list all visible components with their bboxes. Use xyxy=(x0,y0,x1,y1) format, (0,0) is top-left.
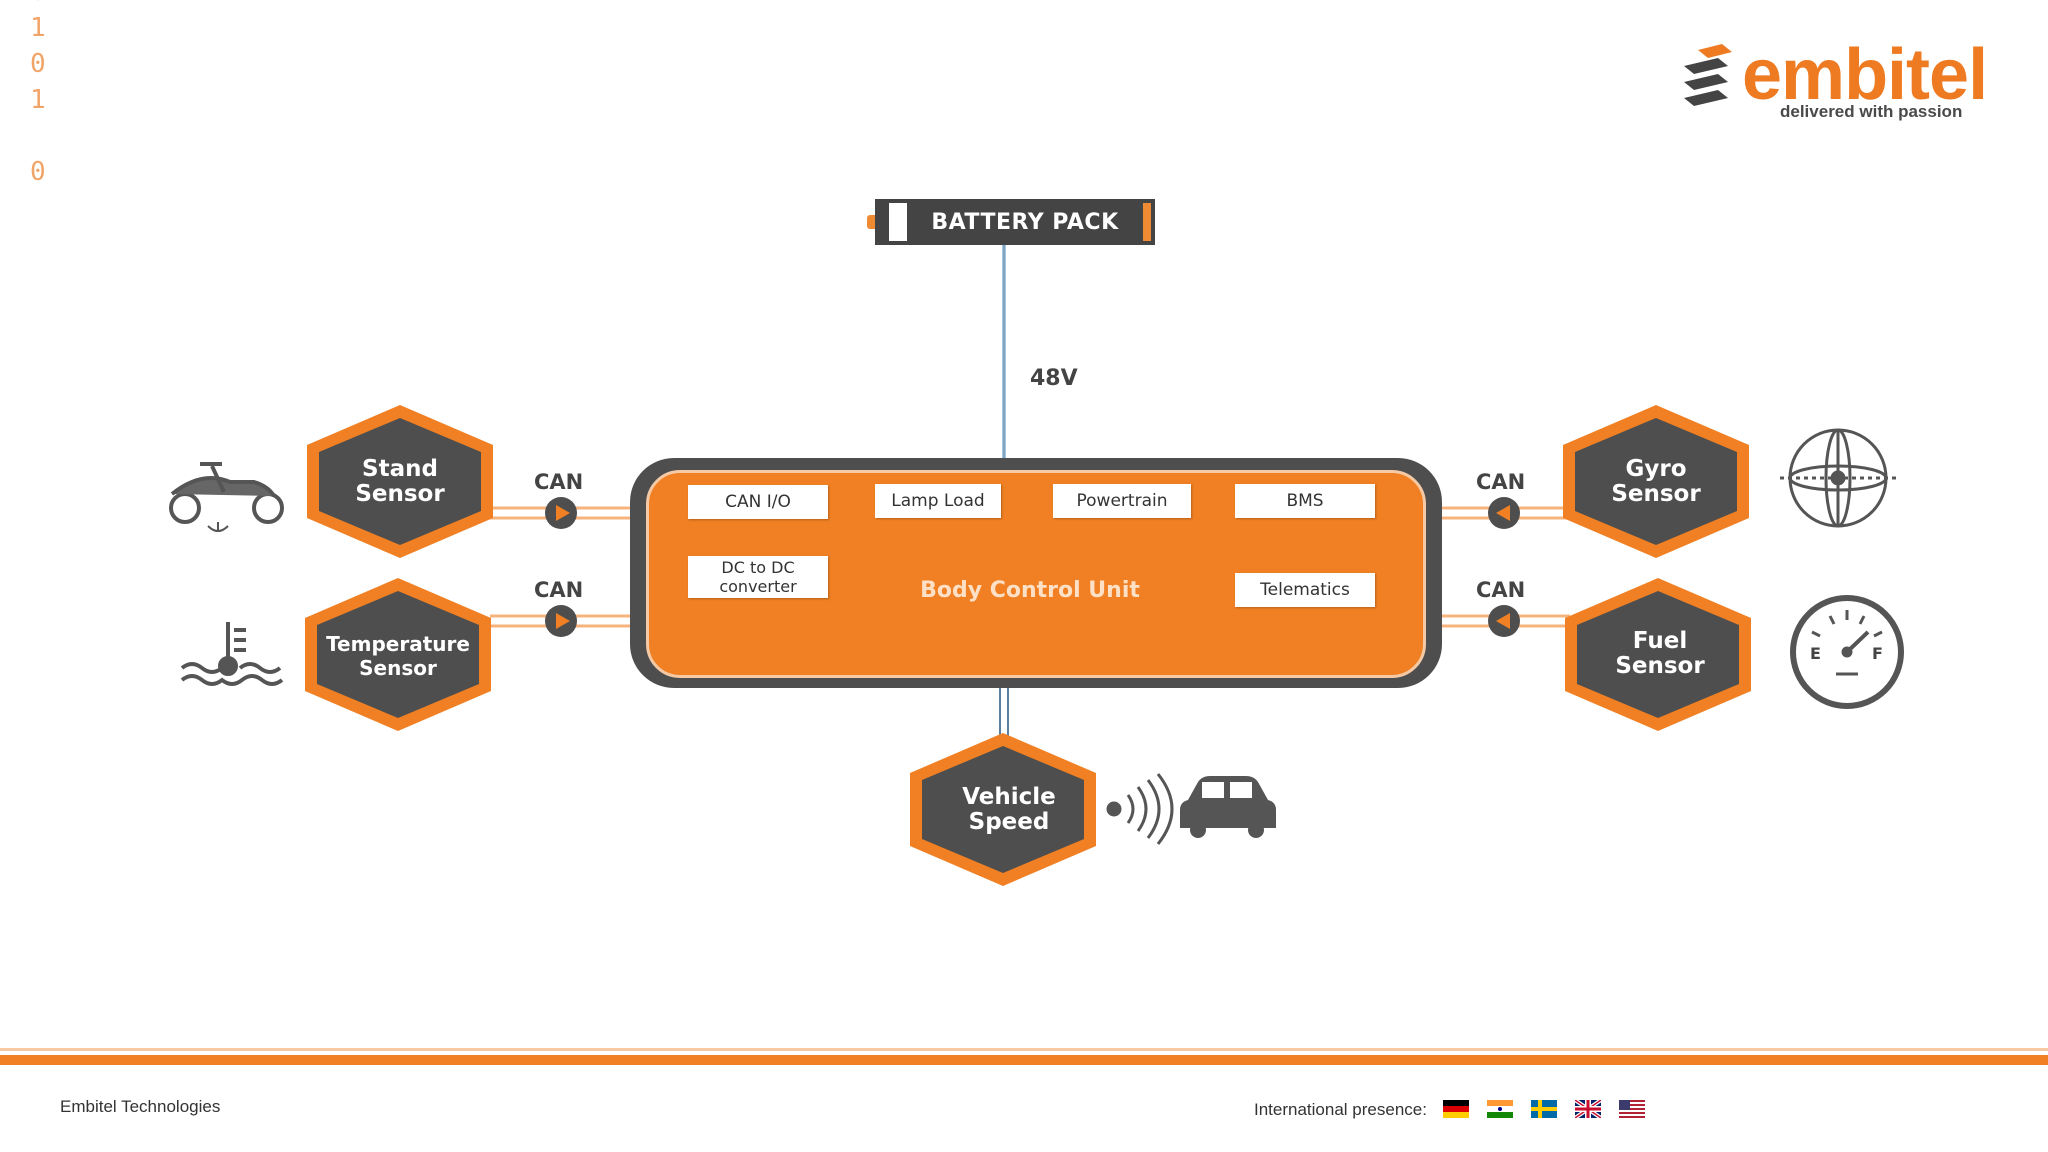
embitel-logo: embitel delivered with passion xyxy=(1680,35,2000,130)
gyro-sensor-label: Gyro Sensor xyxy=(1611,456,1701,507)
battery-label: BATTERY PACK xyxy=(931,209,1119,235)
module-can-io: CAN I/O xyxy=(688,485,828,519)
can-label-temp: CAN xyxy=(534,578,584,602)
module-lamp-load: Lamp Load xyxy=(875,484,1001,518)
module-bms: BMS xyxy=(1235,484,1375,518)
footer-rule-light xyxy=(0,1048,2048,1051)
module-telematics: Telematics xyxy=(1235,573,1375,607)
gauge-empty-label: E xyxy=(1810,644,1821,663)
stand-sensor-label: Stand Sensor xyxy=(355,456,445,507)
gauge-full-label: F xyxy=(1872,644,1883,663)
battery-pack: BATTERY PACK xyxy=(867,199,1155,245)
logo-mark-icon xyxy=(1684,44,1732,106)
hex-gyro xyxy=(1563,405,1749,558)
gyroscope-icon xyxy=(1780,428,1900,528)
battery-stripe xyxy=(1143,203,1151,241)
hex-speed xyxy=(910,733,1096,886)
speed-signal-icon xyxy=(1106,773,1174,845)
binary-digit: 0 xyxy=(30,0,46,10)
thermometer-icon xyxy=(180,622,284,686)
battery-terminal xyxy=(867,215,875,229)
footer-rule xyxy=(0,1055,2048,1065)
binary-decoration: 0 1 0 1 0 xyxy=(30,0,46,190)
binary-digit: 1 xyxy=(30,13,46,43)
fuel-sensor-label: Fuel Sensor xyxy=(1615,628,1705,679)
module-dc-dc-converter: DC to DC converter xyxy=(688,556,828,598)
international-presence-label: International presence: xyxy=(1254,1100,1427,1119)
hex-temperature xyxy=(305,578,491,731)
can-connector-gyro xyxy=(1440,497,1570,529)
bcu-title: Body Control Unit xyxy=(920,578,1140,603)
logo-wordmark: embitel xyxy=(1742,35,1988,115)
module-powertrain: Powertrain xyxy=(1053,484,1191,518)
voltage-label: 48V xyxy=(1030,366,1078,391)
scooter-icon xyxy=(169,462,284,532)
can-connector-temp xyxy=(490,605,632,637)
can-label-fuel: CAN xyxy=(1476,578,1526,602)
can-connector-fuel xyxy=(1440,605,1570,637)
logo-tagline: delivered with passion xyxy=(1780,102,1963,121)
hex-stand xyxy=(307,405,493,558)
hex-fuel xyxy=(1565,578,1751,731)
company-name: Embitel Technologies xyxy=(60,1097,221,1116)
battery-stripe xyxy=(889,203,907,241)
fuel-gauge-icon xyxy=(1790,595,1904,709)
vehicle-speed-label: Vehicle Speed xyxy=(962,784,1056,835)
uk-flag-icon xyxy=(1575,1100,1601,1118)
can-label-gyro: CAN xyxy=(1476,470,1526,494)
india-flag-icon xyxy=(1487,1100,1513,1118)
usa-flag-icon xyxy=(1619,1100,1645,1118)
can-connector-stand xyxy=(490,497,632,529)
car-icon xyxy=(1180,776,1276,838)
temperature-sensor-label: Temperature Sensor xyxy=(326,632,470,680)
binary-digit: 0 xyxy=(30,49,46,79)
binary-digit: 1 xyxy=(30,85,46,115)
germany-flag-icon xyxy=(1443,1100,1469,1118)
can-label-stand: CAN xyxy=(534,470,584,494)
binary-digit: 0 xyxy=(30,157,46,187)
sweden-flag-icon xyxy=(1531,1100,1557,1118)
